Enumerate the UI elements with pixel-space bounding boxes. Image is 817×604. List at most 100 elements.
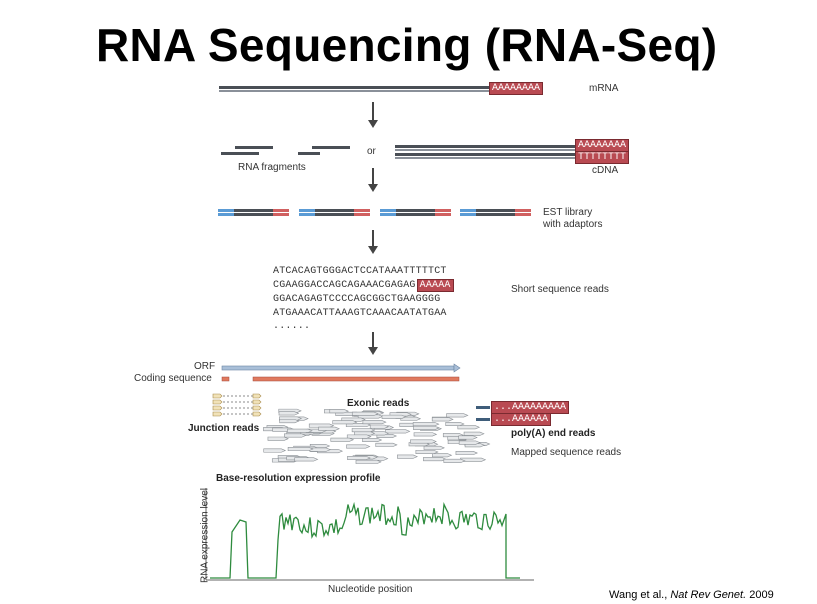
exonic-read [309,447,331,452]
exonic-read [351,428,376,433]
exonic-read [413,425,440,430]
adaptor-right [515,209,531,212]
junction-read [212,393,223,399]
junction-read [252,405,262,411]
junction-reads-icon [212,393,262,417]
adaptor-left [299,213,315,216]
exonic-read [347,455,371,460]
exonic-read [463,431,485,436]
est-fragment [299,209,370,212]
exonic-read [415,449,439,454]
exonic-read [346,434,372,439]
exonic-read [294,457,319,462]
mrna-strand [219,86,489,92]
exonic-read [287,428,313,433]
adaptor-left [380,213,396,216]
est-fragment [218,213,289,216]
adaptor-left [380,209,396,212]
citation-journal: Nat Rev Genet. [670,589,747,601]
exonic-read [318,426,340,431]
exonic-read [279,419,300,424]
exonic-read [330,437,355,442]
polya-read-arrows [476,406,490,421]
step-arrow-2 [368,168,378,192]
step-arrow-4 [368,332,378,355]
adaptor-left [460,213,476,216]
exonic-read [308,423,335,428]
coding-sequence-bar [221,376,460,382]
exonic-read [458,435,478,440]
adaptor-left [299,209,315,212]
adaptor-right [435,213,451,216]
adaptor-right [515,213,531,216]
exonic-read [400,416,422,421]
orf-label: ORF [194,361,216,372]
adaptor-right [435,209,451,212]
exonic-read [278,411,300,416]
mapped-reads-label: Mapped sequence reads [511,447,622,458]
exonic-read [443,458,466,463]
coding-sequence-label: Coding sequence [134,373,212,384]
sequence-read-1: ATCACAGTGGGACTCCATAAATTTTTCT [273,266,447,277]
rna-fragments [221,146,350,155]
exonic-read [362,437,383,442]
exonic-read [381,414,407,419]
exonic-read [410,439,437,444]
exonic-read [263,448,287,453]
exonic-read [445,421,465,426]
adaptor-right [273,213,289,216]
polya-reads-label: poly(A) end reads [511,428,596,439]
exonic-read [362,420,387,425]
exonic-read [397,454,418,459]
exonic-read [355,459,382,464]
exonic-read [369,424,390,429]
exonic-read [332,420,358,425]
cdna-polyt-box: TTTTTTTT [575,151,630,164]
exonic-read [455,451,478,456]
step-arrow-1 [368,102,378,128]
exonic-read [375,442,398,447]
exonic-read [457,425,481,430]
polya-read-box-1: ...AAAAAAAAA [491,401,570,414]
exonic-read [346,444,371,449]
est-library [218,209,531,216]
junction-read [212,411,223,417]
est-fragment [460,213,531,216]
mrna-label: mRNA [589,83,619,94]
est-fragment [299,213,370,216]
y-axis-label: RNA expression level [199,487,211,584]
slide-title: RNA Sequencing (RNA-Seq) [96,19,718,71]
rna-fragments-label: RNA fragments [238,162,306,173]
junction-read [252,399,262,405]
adaptor-right [273,209,289,212]
adaptor-left [218,213,234,216]
cdna-strands [395,145,575,159]
adaptor-left [218,209,234,212]
or-label: or [367,146,376,157]
junction-read [212,405,223,411]
exonic-reads-label: Exonic reads [347,398,410,409]
polya-read-box-2: ...AAAAAA [491,413,552,426]
cdna-label: cDNA [592,165,619,176]
est-fragment [218,209,289,212]
exonic-read [431,417,454,422]
exonic-read [423,445,445,450]
profile-title: Base-resolution expression profile [216,473,381,484]
sequence-read-ellipsis: ...... [273,321,311,332]
exonic-read [385,429,411,434]
sequence-read-4: ATGAAACATTAAAGTCAAACAATATGAA [273,308,447,319]
exonic-read [267,436,289,441]
step-arrow-3 [368,230,378,254]
short-reads-label: Short sequence reads [511,284,609,295]
exonic-read [431,453,453,458]
adaptor-right [354,209,370,212]
exonic-read [329,409,350,414]
sequence-read-3: GGACAGAGTCCCCAGCGGCTGAAGGGG [273,294,441,305]
exonic-reads-cloud [263,408,491,464]
mrna-polya-tail: AAAAAAAA [489,82,544,95]
x-axis-label: Nucleotide position [328,584,413,595]
exonic-read [423,457,447,462]
junction-read [252,393,262,399]
